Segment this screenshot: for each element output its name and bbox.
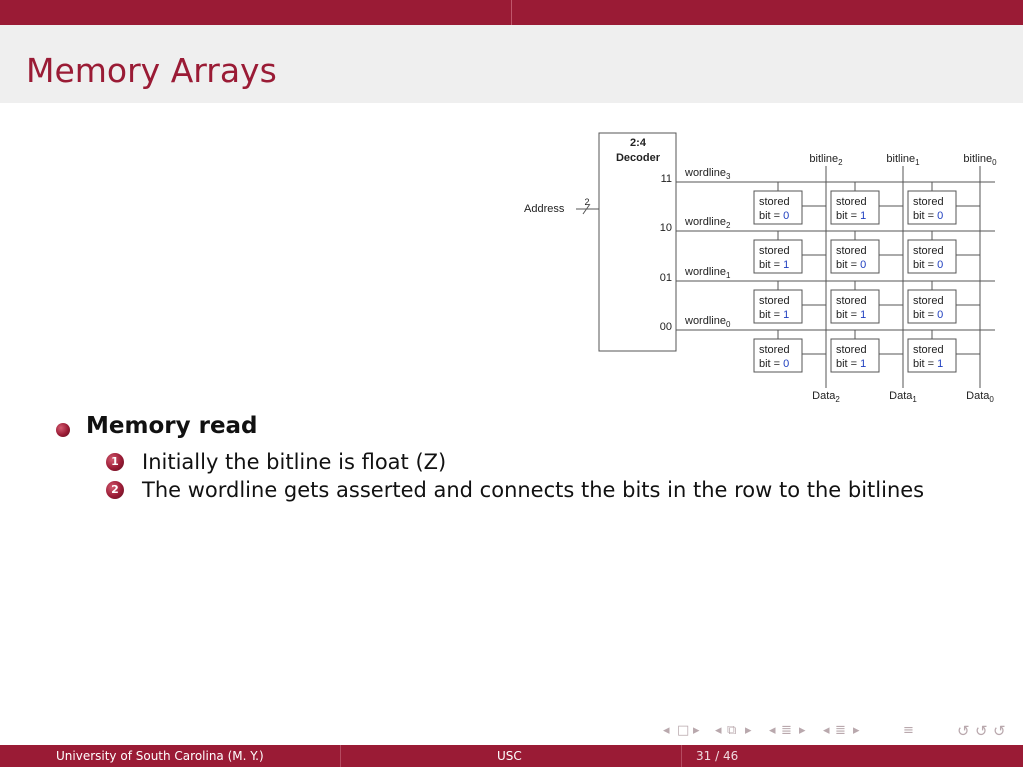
memory-cell-bit-label: bit = 0 xyxy=(913,259,943,271)
nav-align-icon[interactable]: ≡ xyxy=(903,723,914,738)
nav-next-section-icon[interactable]: ▸ xyxy=(799,723,806,738)
step-number-badge-1: 1 xyxy=(106,453,124,471)
memory-cell xyxy=(830,239,880,274)
nav-next-part-icon[interactable]: ▸ xyxy=(853,723,860,738)
footer-author-section: University of South Carolina (M. Y.) xyxy=(0,745,341,767)
decoder-output-11: 11 xyxy=(661,173,672,185)
nav-subsection-icon[interactable]: ⧉ xyxy=(727,723,737,738)
step-number-badge-2: 2 xyxy=(106,481,124,499)
slide-title: Memory Arrays xyxy=(26,51,277,90)
wordline-label-2: wordline2 xyxy=(684,216,731,230)
nav-prev-frame-icon[interactable]: ◂ xyxy=(663,723,670,738)
address-label: Address xyxy=(524,203,565,215)
decoder-output-01: 01 xyxy=(660,272,672,284)
memory-cell-stored-label: stored xyxy=(913,245,944,257)
data-label-0: Data0 xyxy=(966,390,994,404)
memory-cell-bit-label: bit = 1 xyxy=(836,358,866,370)
nav-forward-icon[interactable]: ↺ xyxy=(993,722,1006,740)
decoder-label-ratio: 2:4 xyxy=(630,137,647,149)
data-label-2: Data2 xyxy=(812,390,840,404)
wordline-label-1: wordline1 xyxy=(684,266,731,280)
decoder-output-00: 00 xyxy=(660,321,672,333)
bitline-label-2: bitline2 xyxy=(809,153,843,167)
footer-short-title: USC xyxy=(497,749,522,763)
memory-cell-stored-label: stored xyxy=(759,245,790,257)
memory-cell-bit-label: bit = 1 xyxy=(836,210,866,222)
frame-title-bar xyxy=(0,25,1023,103)
bullet-heading: Memory read xyxy=(86,413,258,439)
top-header-bar xyxy=(0,0,1023,25)
decoder-block xyxy=(598,132,677,352)
memory-cell-bit-label: bit = 1 xyxy=(836,309,866,321)
memory-cell-stored-label: stored xyxy=(913,295,944,307)
memory-cell xyxy=(907,190,957,225)
nav-next-frame-icon[interactable]: ▸ xyxy=(693,723,700,738)
header-divider xyxy=(511,0,512,25)
memory-cell-bit-label: bit = 0 xyxy=(913,309,943,321)
step-text-2: The wordline gets asserted and connects … xyxy=(142,478,925,502)
memory-cell xyxy=(907,338,957,373)
memory-cell-bit-label: bit = 1 xyxy=(913,358,943,370)
bitline-label-1: bitline1 xyxy=(886,153,920,167)
memory-cell-stored-label: stored xyxy=(836,245,867,257)
memory-cell-bit-label: bit = 0 xyxy=(759,358,789,370)
memory-cell xyxy=(753,289,803,324)
memory-cell-bit-label: bit = 1 xyxy=(759,309,789,321)
nav-back-icon[interactable]: ↺ xyxy=(975,722,988,740)
nav-prev-subsection-icon[interactable]: ◂ xyxy=(715,723,722,738)
footer-page-section: 31 / 46 xyxy=(682,745,1023,767)
footer-page-number: 31 / 46 xyxy=(696,749,739,763)
memory-cell xyxy=(907,239,957,274)
memory-cell xyxy=(753,338,803,373)
nav-prev-section-icon[interactable]: ◂ xyxy=(769,723,776,738)
memory-cell-stored-label: stored xyxy=(913,344,944,356)
memory-cell-bit-label: bit = 0 xyxy=(913,210,943,222)
memory-cell-stored-label: stored xyxy=(836,196,867,208)
nav-prev-part-icon[interactable]: ◂ xyxy=(823,723,830,738)
footer-title-section: USC xyxy=(341,745,682,767)
nav-next-subsection-icon[interactable]: ▸ xyxy=(745,723,752,738)
address-bus-width: 2 xyxy=(584,197,589,207)
beamer-navigation-bar: ◂ □ ▸ ◂ ⧉ ▸ ◂ ≣ ▸ ◂ ≣ ▸ ≡ ↺ ↺ ↺ xyxy=(655,720,1015,742)
bullet-dot-icon xyxy=(56,423,70,437)
memory-cell xyxy=(753,190,803,225)
memory-cell xyxy=(830,289,880,324)
memory-cell-bit-label: bit = 0 xyxy=(836,259,866,271)
slide-content: Memory read 1 Initially the bitline is f… xyxy=(56,412,924,504)
footer-bar: University of South Carolina (M. Y.) USC… xyxy=(0,745,1023,767)
wordline-label-0: wordline0 xyxy=(684,315,731,329)
nav-part-icon[interactable]: ≣ xyxy=(835,723,846,738)
nav-search-icon[interactable]: ↺ xyxy=(957,722,970,740)
wordline-label-3: wordline3 xyxy=(684,167,731,181)
decoder-label-name: Decoder xyxy=(616,152,661,164)
memory-cell xyxy=(830,338,880,373)
data-label-1: Data1 xyxy=(889,390,917,404)
memory-cell-stored-label: stored xyxy=(759,196,790,208)
memory-cell-stored-label: stored xyxy=(836,295,867,307)
address-bus-slash xyxy=(582,203,591,215)
nav-frame-icon[interactable]: □ xyxy=(677,723,690,738)
decoder-output-10: 10 xyxy=(660,222,672,234)
memory-cell-bit-label: bit = 0 xyxy=(759,210,789,222)
memory-cell-stored-label: stored xyxy=(836,344,867,356)
footer-author: University of South Carolina (M. Y.) xyxy=(56,749,264,763)
bullet-item: Memory read xyxy=(56,412,258,448)
memory-cell xyxy=(753,239,803,274)
memory-cell xyxy=(907,289,957,324)
memory-cell-stored-label: stored xyxy=(759,344,790,356)
memory-cell xyxy=(830,190,880,225)
step-text-1: Initially the bitline is float (Z) xyxy=(142,450,447,474)
memory-cell-bit-label: bit = 1 xyxy=(759,259,789,271)
memory-cell-stored-label: stored xyxy=(913,196,944,208)
nav-section-icon[interactable]: ≣ xyxy=(781,723,792,738)
bitline-label-0: bitline0 xyxy=(963,153,997,167)
memory-cell-stored-label: stored xyxy=(759,295,790,307)
